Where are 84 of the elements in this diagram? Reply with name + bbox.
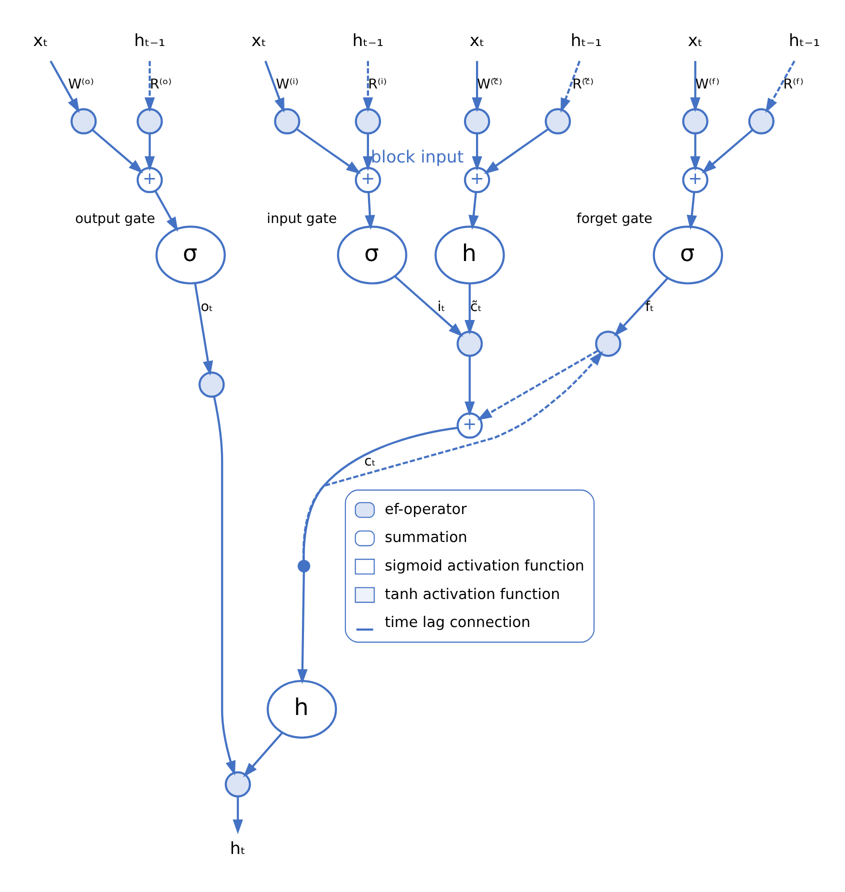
arrow [464, 356, 475, 416]
arrow [765, 60, 796, 114]
node-text: xₜ [251, 30, 266, 50]
node-text: hₜ₋₁ [788, 30, 820, 50]
arrow [394, 276, 464, 337]
edge-label: fₜ [645, 299, 654, 316]
arrow [472, 61, 482, 112]
edge-label: oₜ [200, 299, 214, 316]
node-circle [682, 108, 708, 134]
arrow [468, 192, 479, 230]
node-circle: + [464, 166, 490, 194]
arrow [302, 351, 604, 561]
node-circle [544, 108, 571, 134]
node-text: hₜ₋₁ [352, 30, 384, 50]
legend-label: sigmoid activation function [384, 558, 584, 575]
legend-label: summation [384, 529, 468, 546]
arrow [92, 128, 144, 174]
arrow [362, 61, 374, 112]
connector [302, 426, 458, 561]
edge-label: R⁽ᶠ⁾ [783, 76, 804, 93]
node-label: forget gate [576, 210, 652, 227]
node-circle [70, 108, 97, 134]
node-circle [274, 108, 300, 134]
node-circle [595, 330, 622, 357]
arrow [464, 284, 475, 335]
node-circle [224, 771, 251, 798]
node-dot [298, 560, 310, 572]
node-circle: + [136, 166, 163, 194]
edge-label: R⁽ᶜ̃⁾ [572, 76, 594, 93]
arrow [297, 572, 308, 684]
node-label: input gate [266, 210, 337, 227]
node-circle: + [354, 166, 382, 194]
arrow [144, 61, 155, 112]
node-circle [456, 330, 483, 357]
node-label: block input [370, 146, 464, 167]
edge-label: cₜ [364, 453, 376, 470]
node-circle [464, 108, 490, 134]
node-ellipse: h [434, 226, 505, 284]
node-ellipse: σ [156, 226, 226, 284]
node-label: output gate [75, 210, 156, 227]
node-ellipse: σ [652, 226, 724, 284]
node-text: xₜ [33, 30, 48, 50]
edge-label: W⁽ᵒ⁾ [68, 76, 94, 93]
node-text: hₜ₋₁ [134, 30, 166, 50]
arrow [690, 61, 700, 112]
arrow [362, 134, 374, 171]
arrow [144, 134, 155, 171]
node-circle [354, 108, 382, 134]
arrow [686, 192, 697, 230]
node-circle [748, 108, 774, 134]
node-circle: + [682, 166, 708, 194]
arrow [264, 60, 284, 113]
node-text: xₜ [688, 30, 703, 50]
arrow [477, 350, 598, 420]
edge-label: iₜ [437, 299, 446, 316]
arrow [560, 60, 581, 113]
arrow [484, 128, 549, 174]
arrow [472, 134, 482, 171]
edge-label: c̃ₜ [470, 299, 482, 316]
arrow [364, 192, 376, 230]
edge-label: W⁽ⁱ⁾ [276, 76, 298, 93]
arrow [232, 796, 243, 834]
node-circle [198, 372, 225, 398]
arrow [194, 283, 214, 376]
node-text: hₜ [230, 838, 246, 858]
node-text: hₜ₋₁ [570, 30, 602, 50]
arrow [50, 60, 80, 114]
arrow [614, 277, 669, 336]
arrow [690, 134, 700, 171]
legend-label: time lag connection [384, 614, 530, 632]
arrow [213, 396, 236, 776]
edge-label: R⁽ⁱ⁾ [368, 76, 387, 93]
node-circle [136, 108, 163, 134]
node-ellipse: σ [337, 226, 408, 284]
legend-label: tanh activation function [384, 586, 560, 603]
node-text: xₜ [470, 30, 484, 50]
node-circle: + [456, 412, 483, 439]
legend-label: ef-operator [384, 500, 467, 518]
arrow [702, 128, 754, 174]
edge-label: R⁽ᵒ⁾ [150, 76, 172, 93]
arrow [296, 128, 361, 174]
node-ellipse: h [266, 680, 337, 739]
arrow [154, 190, 178, 232]
arrow [243, 732, 284, 778]
